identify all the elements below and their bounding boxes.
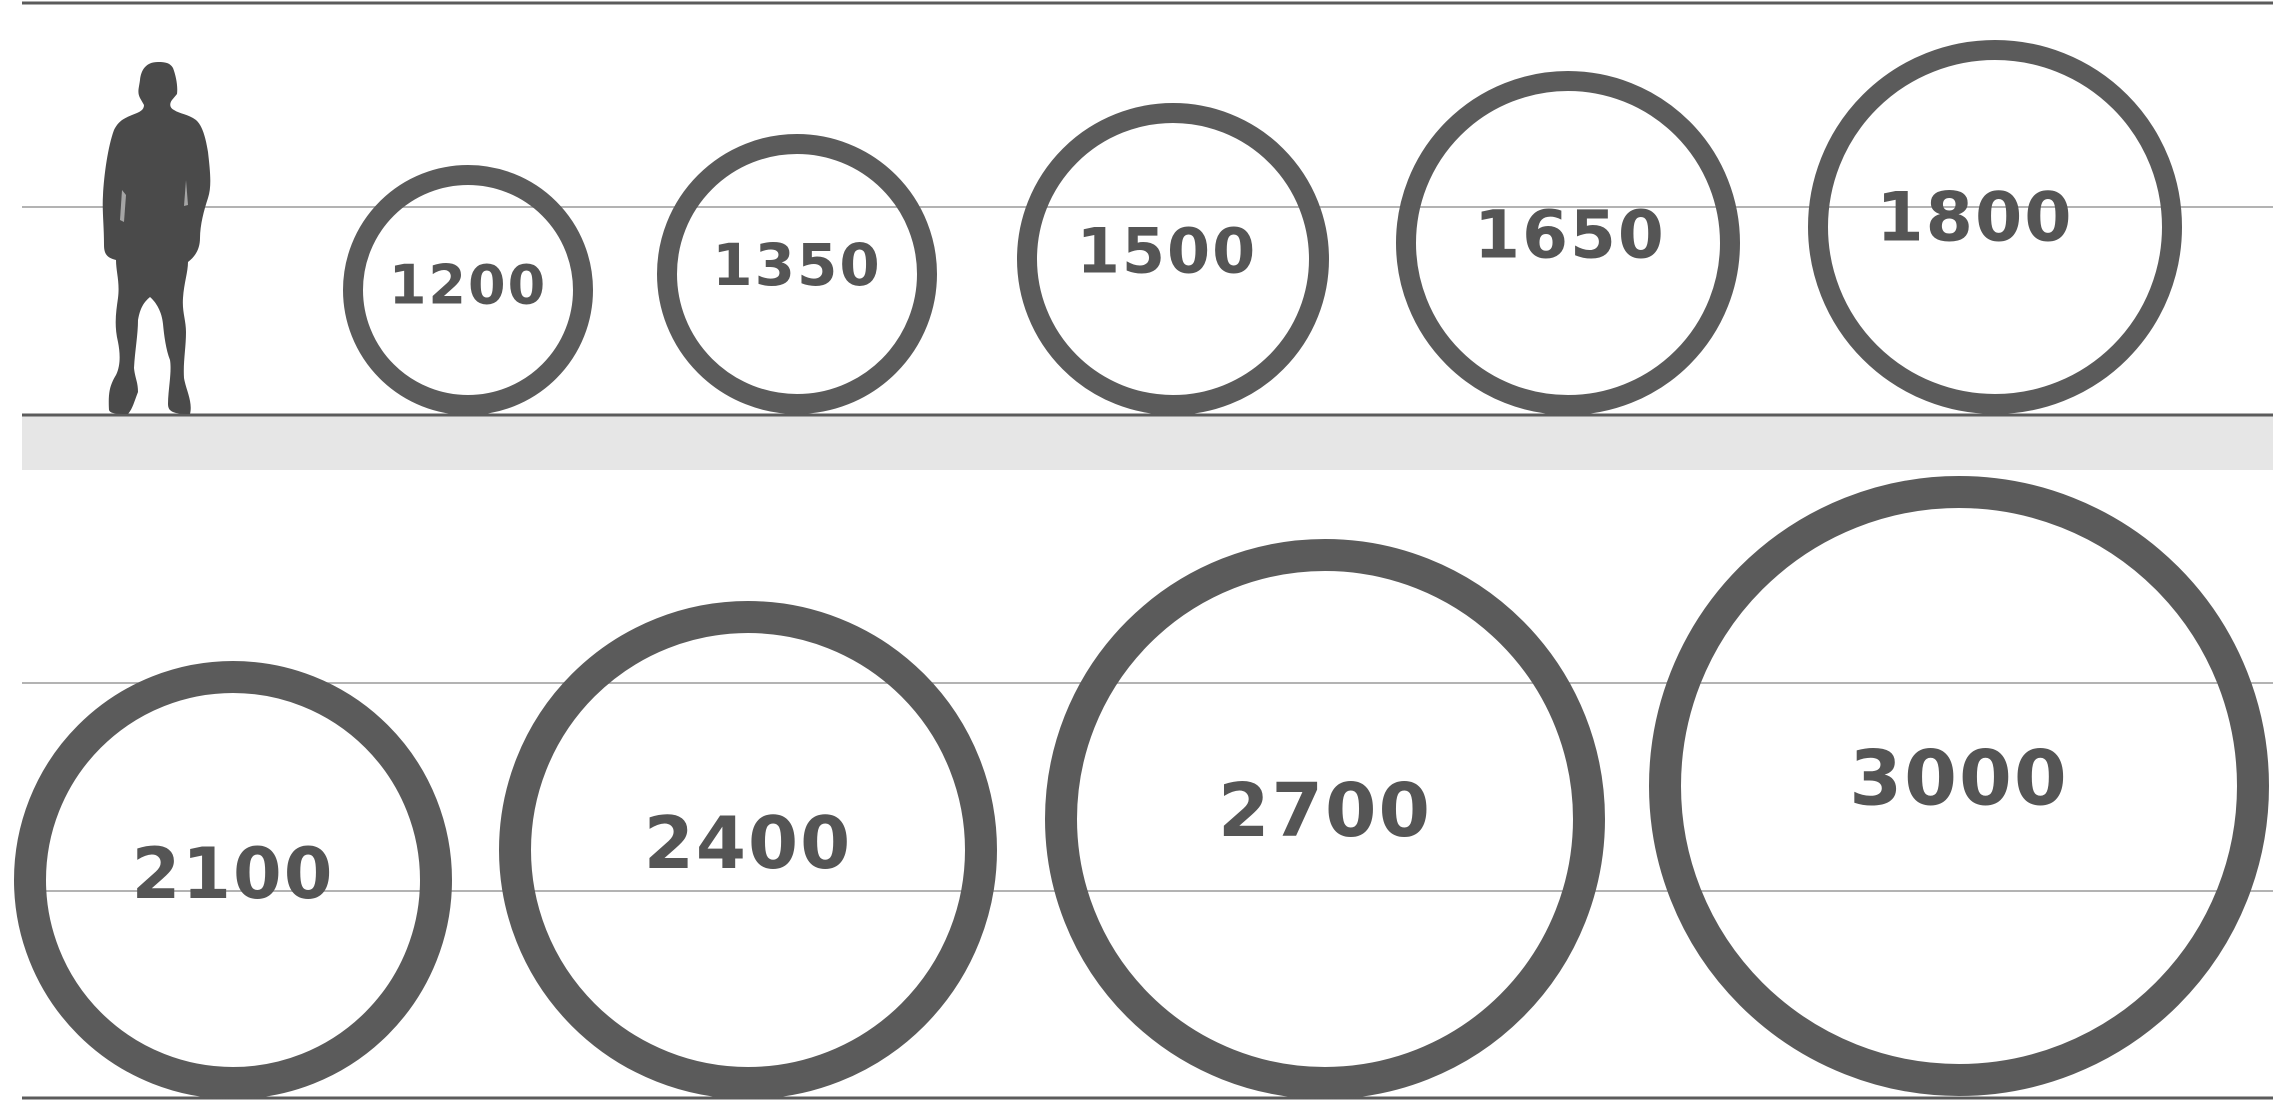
ring-2100: 2100 bbox=[14, 661, 452, 1099]
ring-circle bbox=[1396, 71, 1740, 415]
ring-circle bbox=[343, 165, 593, 415]
ring-2700: 2700 bbox=[1045, 539, 1605, 1099]
ring-1500: 1500 bbox=[1017, 103, 1329, 415]
ring-1650: 1650 bbox=[1396, 71, 1740, 415]
ring-circle bbox=[1017, 103, 1329, 415]
ring-size-label: 2400 bbox=[644, 801, 852, 885]
ring-circle bbox=[1649, 476, 2269, 1096]
ring-size-label: 1650 bbox=[1474, 197, 1666, 274]
ring-size-label: 1350 bbox=[712, 231, 881, 299]
standing-person-silhouette-icon bbox=[102, 62, 211, 414]
ring-1350: 1350 bbox=[657, 134, 937, 414]
ring-circle bbox=[14, 661, 452, 1099]
ring-size-label: 1500 bbox=[1077, 215, 1258, 288]
ring-size-label: 1800 bbox=[1876, 179, 2073, 258]
ring-1800: 1800 bbox=[1808, 40, 2182, 414]
upper-ground-band bbox=[22, 415, 2273, 470]
ring-1200: 1200 bbox=[343, 165, 593, 415]
ring-circle bbox=[499, 601, 997, 1099]
ring-size-label: 2100 bbox=[132, 833, 335, 915]
ring-2400: 2400 bbox=[499, 601, 997, 1099]
ring-circle bbox=[1808, 40, 2182, 414]
ring-size-label: 2700 bbox=[1218, 768, 1432, 854]
ring-size-label: 1200 bbox=[389, 254, 547, 317]
ring-circle bbox=[657, 134, 937, 414]
ring-size-label: 3000 bbox=[1849, 734, 2069, 823]
ring-circle bbox=[1045, 539, 1605, 1099]
ring-3000: 3000 bbox=[1649, 476, 2269, 1096]
